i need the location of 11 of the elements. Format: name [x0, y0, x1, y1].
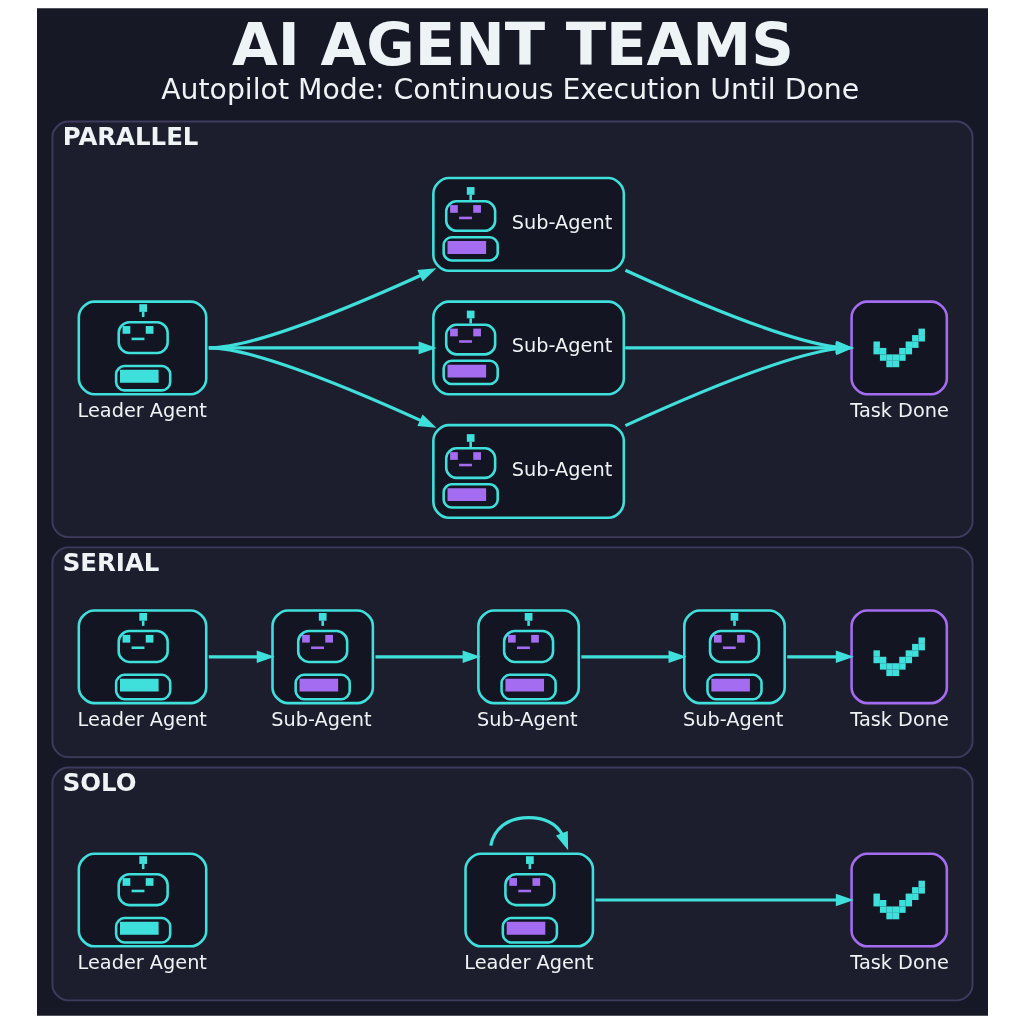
node-label: Task Done	[849, 399, 949, 423]
node-label: Leader Agent	[77, 708, 207, 732]
node-label: Leader Agent	[463, 951, 594, 975]
node-label: Sub-Agent	[476, 708, 577, 732]
node-label: Leader Agent	[77, 399, 207, 423]
caption: Autopilot Mode: Continuous Execution Until Done	[160, 73, 859, 107]
node-label: Sub-Agent	[682, 708, 783, 732]
node-label: Leader Agent	[77, 951, 207, 975]
node-label: Task Done	[849, 951, 949, 975]
node-label: Task Done	[849, 708, 949, 732]
node-label: Sub-Agent	[270, 708, 372, 732]
